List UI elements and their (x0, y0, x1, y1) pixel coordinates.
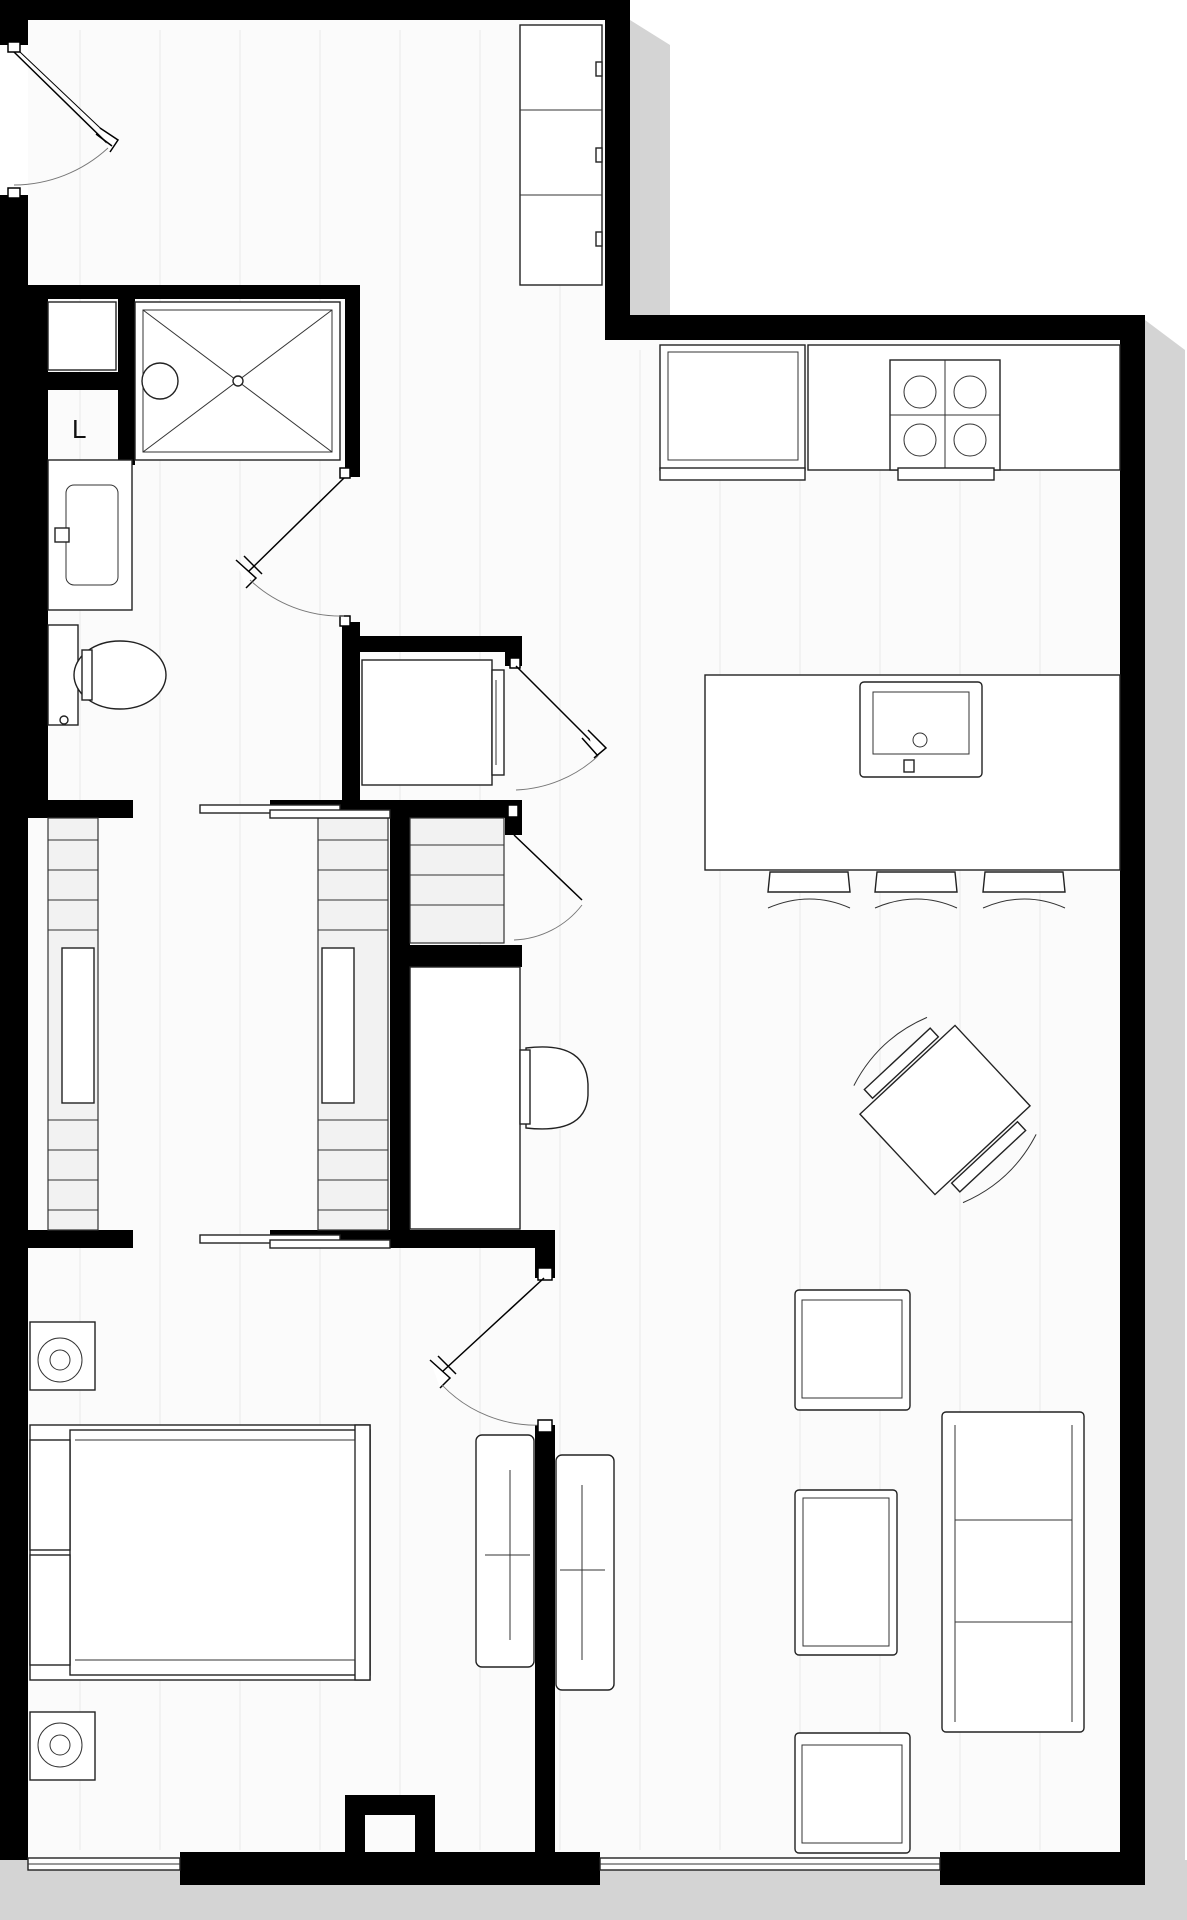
dining-table (853, 1016, 1037, 1204)
wardrobes (475, 1434, 615, 1691)
bathroom: L (47, 301, 351, 726)
closets (47, 804, 583, 1249)
entry-door (7, 41, 120, 199)
kitchen (659, 344, 1121, 909)
entry-cabinets (519, 24, 603, 286)
living-room (794, 1289, 1085, 1854)
laundry (361, 657, 608, 791)
windows (27, 1857, 941, 1871)
bedroom (29, 1321, 371, 1781)
bedroom-door (429, 1267, 553, 1433)
room-label: L (72, 414, 86, 444)
exterior-walls (0, 0, 1145, 1885)
desk (409, 966, 589, 1230)
